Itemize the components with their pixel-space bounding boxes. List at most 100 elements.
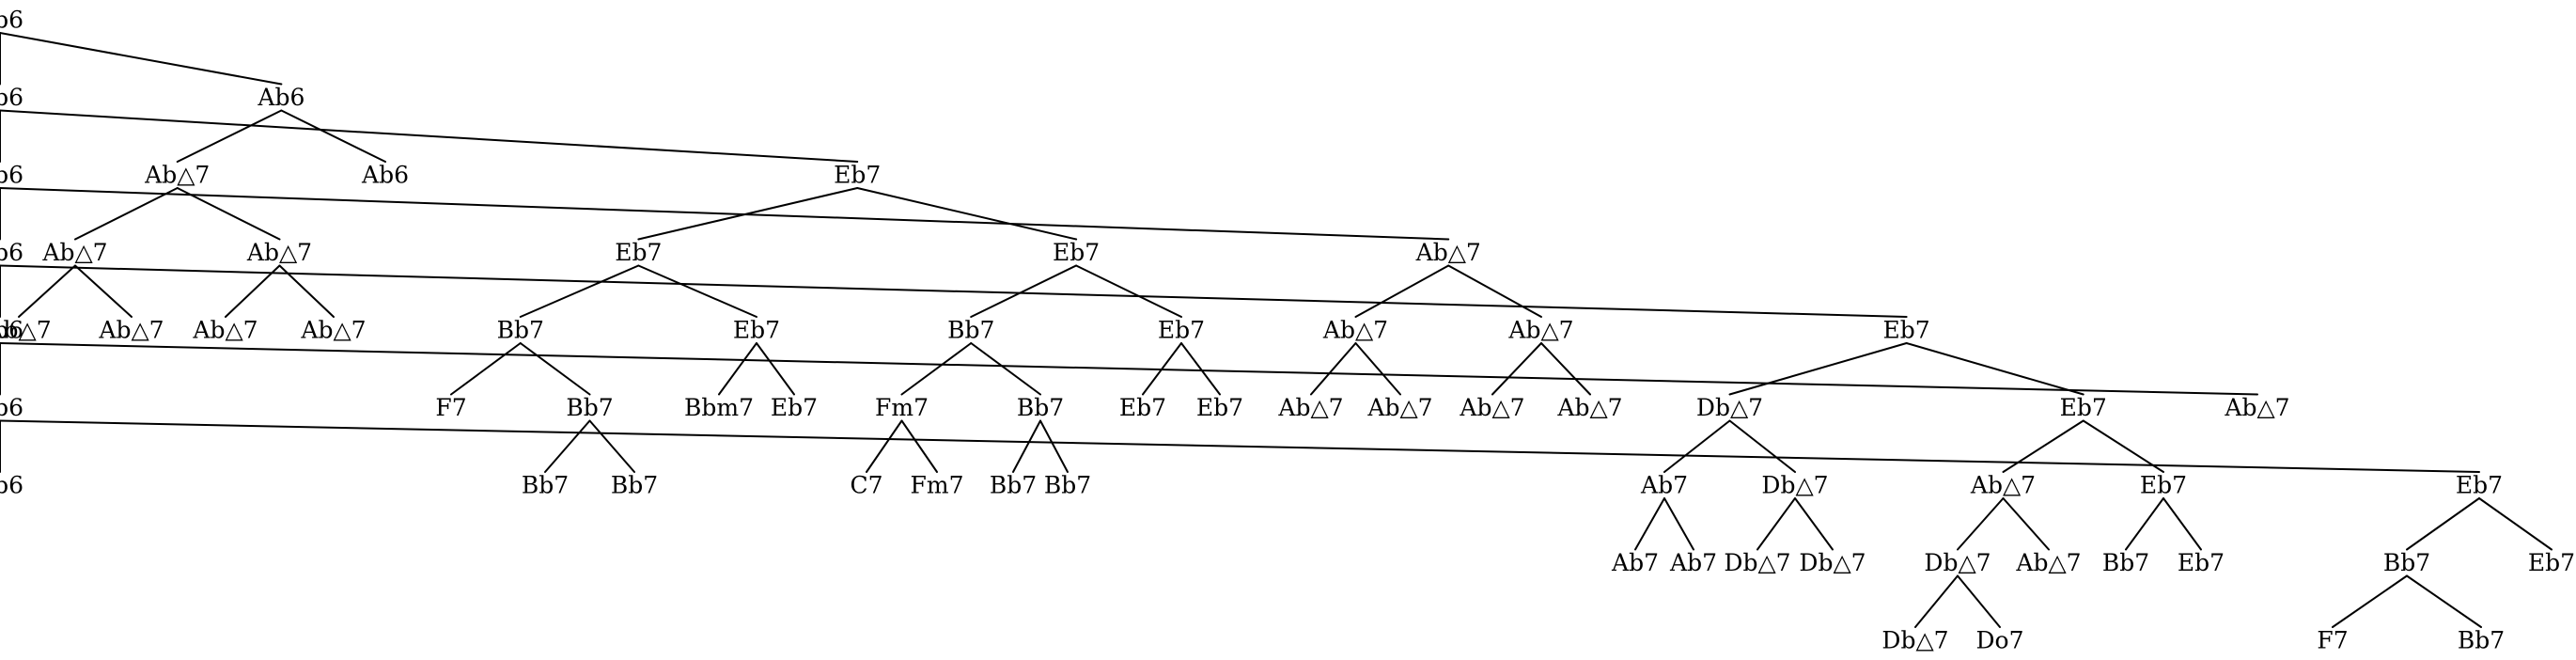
chord-node-label: Ab△7 [98,317,164,344]
tree-edge [970,342,1041,396]
chord-node-label: F7 [435,394,466,421]
tree-edge [2082,419,2164,473]
tree-edge [176,109,283,163]
chord-node-label: Ab△7 [1277,394,1343,421]
chord-node-label: Eb7 [834,162,881,189]
chord-node-label: F7 [2317,627,2348,654]
tree-edge [18,264,76,318]
chord-node-label: Fm7 [911,472,964,499]
chord-node-label: Ab△7 [41,239,107,266]
tree-edge [2406,497,2480,551]
chord-node-label: Eb7 [1883,317,1930,344]
chord-node-label: Bbm7 [684,394,754,421]
tree-edge [1914,574,1959,628]
chord-node-label: Ab△7 [144,162,210,189]
chord-node-label: Ab△7 [2015,549,2081,576]
tree-edge [970,264,1078,318]
tree-edge [1905,342,2084,396]
tree-edge [2332,574,2408,628]
chord-node-label: Eb7 [733,317,780,344]
chord-node-label: Ab△7 [246,239,312,266]
chord-node-label: Eb7 [1158,317,1205,344]
tree-edge [1957,574,2001,628]
chord-node-label: Ab6 [0,239,23,266]
tree-edge [1180,342,1221,396]
tree-edge [74,264,133,318]
chord-node-label: Ab7 [1611,549,1659,576]
tree-edge [74,187,179,241]
chord-node-label: C7 [850,472,882,499]
chord-node-label: Bb7 [1044,472,1091,499]
tree-edges [0,32,2553,628]
tree-edge [900,342,973,396]
chord-node-label: Ab6 [361,162,409,189]
tree-edge [225,264,281,318]
tree-edge [1756,497,1796,551]
chord-node-label: Eb7 [1196,394,1243,421]
chord-node-label: Ab△7 [1459,394,1524,421]
tree-edge [2406,574,2482,628]
chord-node-label: Bb7 [947,317,994,344]
chord-node-label: Ab6 [0,84,23,111]
tree-edge [1075,264,1182,318]
tree-edge [544,419,591,473]
chord-node-label: Eb7 [615,239,662,266]
tree-edge [1728,419,1796,473]
chord-node-label: Bb7 [522,472,569,499]
tree-edge [450,342,522,396]
tree-edge [0,109,859,163]
chord-node-label: Ab6 [0,472,23,499]
chord-node-label: Eb7 [2456,472,2503,499]
tree-edge [1634,497,1665,551]
tree-edge [1794,497,1834,551]
tree-edge [1447,264,1542,318]
chord-node-label: Ab△7 [0,317,52,344]
chord-node-label: Bb7 [2383,549,2430,576]
tree-edge [718,342,757,396]
tree-edge [0,187,1450,241]
tree-edge [866,419,903,473]
tree-edge [1310,342,1357,396]
tree-edge [1491,342,1542,396]
tree-edge [1663,419,1731,473]
chord-node-label: Eb7 [1053,239,1100,266]
chord-node-label: Eb7 [2178,549,2225,576]
chord-node-label: Bb7 [497,317,544,344]
tree-edge [856,187,1078,241]
chord-node-label: Db△7 [1799,549,1866,576]
chord-node-label: Ab△7 [192,317,258,344]
chord-node-label: Ab7 [1640,472,1688,499]
tree-edge [900,419,938,473]
tree-edge [1663,497,1694,551]
tree-edge [756,342,795,396]
tree-edge [1354,342,1401,396]
tree-edge [1354,264,1450,318]
tree-edge [176,187,281,241]
tree-edge [0,32,283,86]
tree-edge [588,419,635,473]
tree-edge [0,419,2480,473]
chord-node-label: Ab△7 [1507,317,1573,344]
chord-node-label: Eb7 [2060,394,2107,421]
chord-node-label: Do7 [1975,627,2023,654]
chord-node-label: Ab△7 [2224,394,2289,421]
tree-edge [280,109,386,163]
chord-node-label: Bb7 [611,472,658,499]
chord-node-label: Ab△7 [300,317,366,344]
chord-node-label: Ab6 [0,394,23,421]
chord-node-label: Ab6 [0,317,23,344]
tree-edge [2002,419,2084,473]
tree-edge [637,264,757,318]
chord-node-label: Ab6 [0,7,23,34]
tree-edge [519,264,640,318]
chord-node-label: Ab6 [257,84,304,111]
chord-node-label: Ab△7 [1970,472,2036,499]
tree-edge [1957,497,2005,551]
tree-edge [2162,497,2202,551]
tree-edge [1728,342,1908,396]
tree-edge [2478,497,2553,551]
chord-node-label: Eb7 [771,394,818,421]
tree-edge [2125,497,2164,551]
chord-node-label: Eb7 [2528,549,2575,576]
